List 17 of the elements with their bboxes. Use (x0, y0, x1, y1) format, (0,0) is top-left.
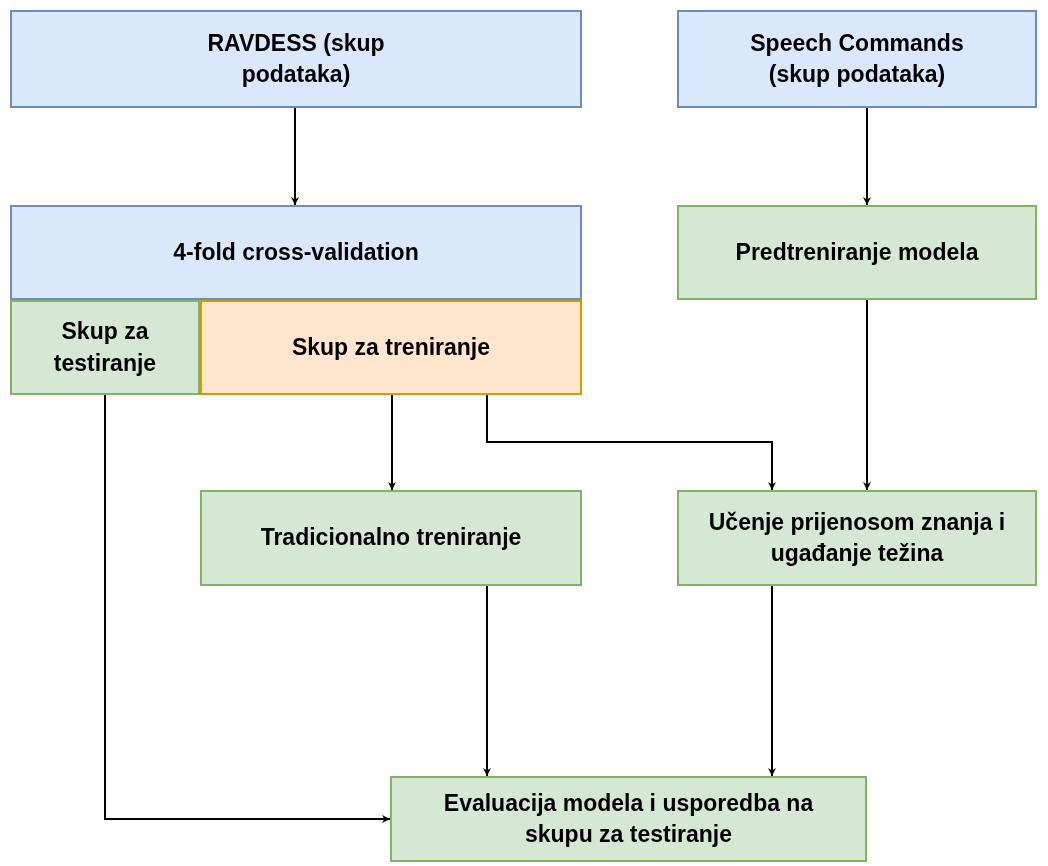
arrow (104, 394, 391, 823)
process-box: Evaluacija modela i usporedba na skupu za testiranje (390, 776, 867, 862)
arrow (863, 299, 871, 491)
arrow (863, 107, 871, 206)
process-box: RAVDESS (skup podataka) (10, 10, 582, 108)
arrow (291, 107, 299, 206)
arrow (388, 394, 396, 491)
arrow (483, 585, 491, 777)
process-box: Predtreniranje modela (677, 205, 1037, 300)
arrow (768, 585, 776, 777)
process-box: Tradicionalno treniranje (200, 490, 582, 586)
process-box: Skup za treniranje (200, 300, 582, 395)
process-box: 4-fold cross-validation (10, 205, 582, 300)
arrow (486, 394, 776, 491)
process-box: Skup za testiranje (10, 300, 200, 395)
process-box: Speech Commands (skup podataka) (677, 10, 1037, 108)
process-box: Učenje prijenosom znanja i ugađanje težina (677, 490, 1037, 586)
